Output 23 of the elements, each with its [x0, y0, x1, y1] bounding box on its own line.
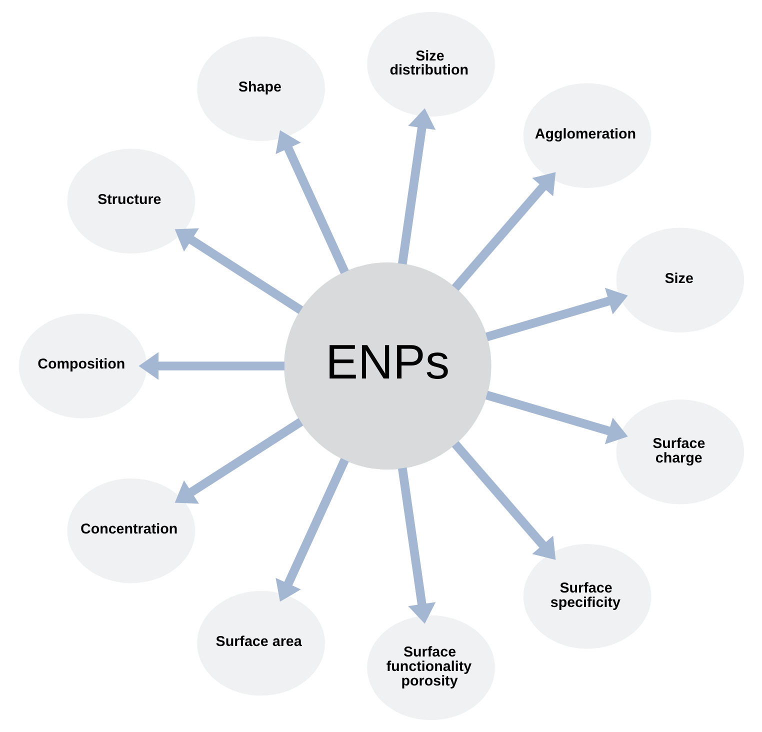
node-ellipse: Agglomeration — [522, 83, 651, 188]
arrow — [451, 172, 556, 291]
node-ellipse: Structure — [66, 148, 195, 254]
node-ellipse: Surface functionality porosity — [366, 615, 495, 720]
node-ellipse: Size — [616, 228, 744, 332]
node-ellipse: Concentration — [66, 478, 195, 584]
arrow — [398, 108, 436, 264]
arrow — [484, 390, 628, 444]
arrow — [138, 352, 284, 380]
node-ellipse: Surface specificity — [522, 544, 651, 649]
arrow — [484, 288, 628, 342]
node-ellipse: Surface charge — [616, 400, 744, 504]
arrow — [451, 441, 556, 560]
arrow — [174, 418, 303, 504]
arrow — [398, 468, 436, 624]
node-ellipse: Surface area — [196, 590, 324, 696]
arrow — [174, 228, 303, 314]
arrow — [275, 458, 348, 602]
node-circle: ENPs — [284, 262, 491, 470]
node-ellipse: Size distribution — [366, 12, 495, 117]
node-ellipse: Shape — [196, 36, 324, 142]
node-ellipse: Composition — [18, 314, 146, 418]
arrow — [275, 130, 348, 274]
